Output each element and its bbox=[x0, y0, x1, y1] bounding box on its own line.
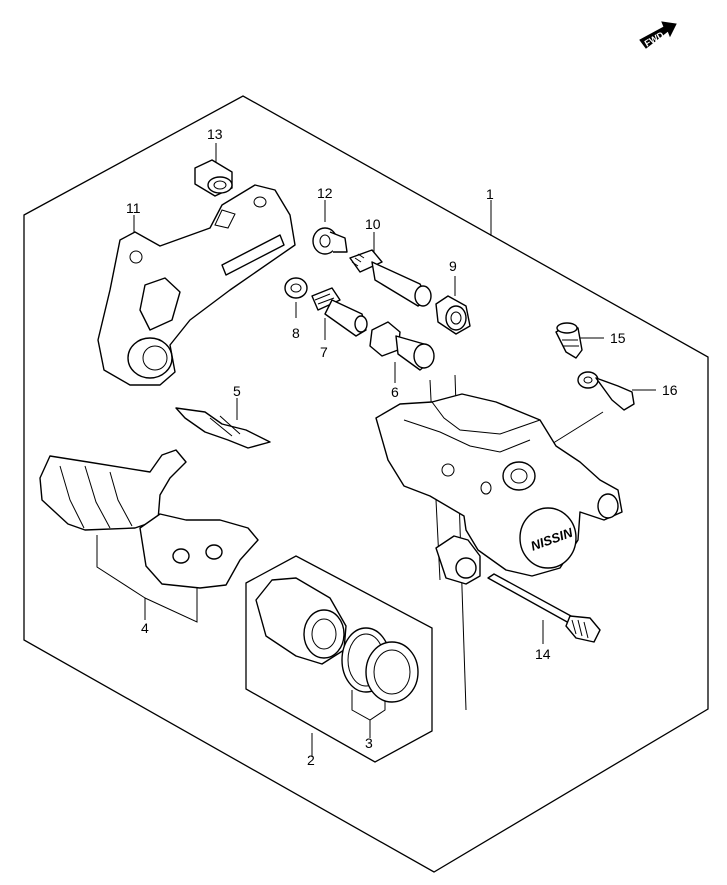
callout-10: 10 bbox=[365, 216, 381, 232]
callout-3: 3 bbox=[365, 735, 373, 751]
callout-8: 8 bbox=[292, 325, 300, 341]
washer-8 bbox=[284, 277, 308, 299]
callout-labels: 1 2 3 4 5 6 7 8 9 10 11 12 13 14 15 16 bbox=[126, 126, 678, 768]
fwd-indicator: FWD bbox=[639, 21, 677, 49]
caliper-body-1: NISSIN bbox=[375, 393, 623, 585]
callout-14: 14 bbox=[535, 646, 551, 662]
spacer-13 bbox=[194, 159, 233, 197]
brake-pad-set-4 bbox=[39, 449, 259, 589]
bleeder-valve-15 bbox=[555, 322, 583, 359]
slide-bolt-10 bbox=[349, 249, 432, 307]
callout-11: 11 bbox=[126, 200, 141, 216]
callout-1: 1 bbox=[486, 186, 494, 202]
callout-5: 5 bbox=[233, 383, 241, 399]
slide-pin-7 bbox=[311, 287, 368, 337]
piston-group-outline bbox=[245, 555, 433, 763]
callout-12: 12 bbox=[317, 185, 333, 201]
piston-2 bbox=[255, 577, 347, 665]
callout-7: 7 bbox=[320, 344, 328, 360]
caliper-bracket-11 bbox=[97, 184, 296, 386]
callout-13: 13 bbox=[207, 126, 223, 142]
assembly-outline bbox=[23, 95, 709, 873]
pad-spring-5 bbox=[175, 407, 271, 449]
callout-9: 9 bbox=[449, 258, 457, 274]
callout-4: 4 bbox=[141, 620, 149, 636]
piston-seal-3 bbox=[341, 627, 419, 703]
pad-pin-14 bbox=[487, 573, 601, 643]
callout-15: 15 bbox=[610, 330, 626, 346]
callout-16: 16 bbox=[662, 382, 678, 398]
boot-9 bbox=[435, 295, 471, 335]
bleeder-cap-16 bbox=[577, 371, 635, 411]
collar-washer-12 bbox=[312, 227, 348, 255]
callout-2: 2 bbox=[307, 752, 315, 768]
slide-pin-boot-6 bbox=[369, 321, 435, 371]
callout-6: 6 bbox=[391, 384, 399, 400]
forward-arrow-icon bbox=[639, 21, 677, 49]
